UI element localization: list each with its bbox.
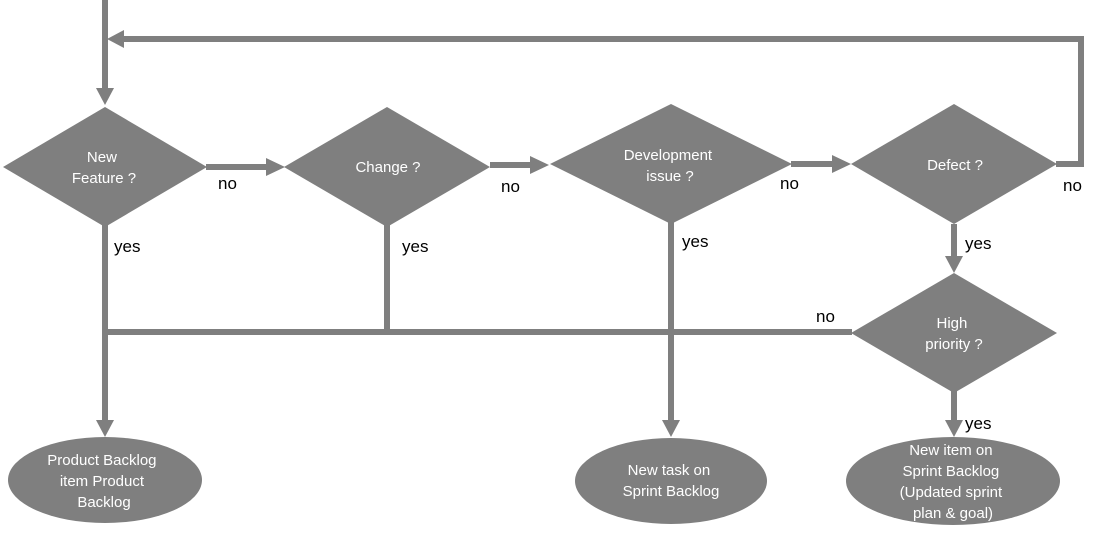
new-feature-no-arrowhead	[266, 158, 285, 176]
label-line: issue ?	[646, 168, 694, 185]
development-yes-arrowhead	[662, 420, 680, 437]
decision-development-issue: Development issue ?	[550, 104, 792, 224]
label-line: priority ?	[925, 336, 983, 353]
label-line: (Updated sprint	[900, 484, 1003, 501]
label-line: Development	[624, 147, 713, 164]
decision-new-feature-label: New Feature ?	[72, 149, 136, 187]
label-line: New	[87, 149, 117, 166]
loop-back-line	[122, 36, 1084, 167]
new-feature-yes-arrowhead	[96, 420, 114, 437]
edge-label-defect-no: no	[1063, 176, 1082, 195]
change-no-arrowhead	[530, 156, 549, 174]
label-line: plan & goal)	[913, 505, 993, 522]
terminal-product-backlog-label: Product Backlog item Product Backlog	[47, 452, 160, 511]
development-no-arrowhead	[832, 155, 851, 173]
edge-label-new-feature-no: no	[218, 174, 237, 193]
loop-back-arrowhead	[107, 30, 124, 48]
label-line: Defect ?	[927, 157, 983, 174]
decision-development-issue-shape	[550, 104, 792, 224]
label-line: Feature ?	[72, 170, 136, 187]
entry-arrowhead	[96, 88, 114, 105]
decision-new-feature-shape	[3, 107, 207, 227]
label-line: High	[936, 315, 967, 332]
label-line: item Product	[60, 473, 145, 490]
terminal-new-item-sprint-shape	[846, 437, 1060, 525]
edge-label-high-priority-no: no	[816, 307, 835, 326]
decision-high-priority: High priority ?	[851, 273, 1057, 393]
terminal-new-task-label: New task on Sprint Backlog	[623, 462, 720, 500]
label-line: New task on	[628, 462, 711, 479]
terminal-product-backlog-shape	[8, 437, 202, 523]
defect-yes-arrowhead	[945, 256, 963, 273]
label-line: Change ?	[355, 159, 420, 176]
decision-defect-label: Defect ?	[927, 157, 983, 174]
terminal-new-item-sprint: New item on Sprint Backlog (Updated spri…	[846, 437, 1060, 525]
terminal-new-task: New task on Sprint Backlog	[575, 438, 767, 524]
terminal-product-backlog: Product Backlog item Product Backlog	[8, 437, 202, 523]
decision-high-priority-shape	[851, 273, 1057, 393]
label-line: Sprint Backlog	[623, 483, 720, 500]
connectors	[96, 0, 1084, 437]
terminal-new-item-sprint-label: New item on Sprint Backlog (Updated spri…	[900, 442, 1007, 522]
label-line: Product Backlog	[47, 452, 156, 469]
edge-label-change-yes: yes	[402, 237, 428, 256]
label-line: Backlog	[77, 494, 130, 511]
edge-label-change-no: no	[501, 177, 520, 196]
edge-label-defect-yes: yes	[965, 234, 991, 253]
label-line: Sprint Backlog	[903, 463, 1000, 480]
decision-change-label: Change ?	[355, 159, 420, 176]
high-priority-yes-arrowhead	[945, 420, 963, 437]
decision-development-issue-label: Development issue ?	[624, 147, 717, 185]
edge-label-development-yes: yes	[682, 232, 708, 251]
decision-change-shape	[284, 107, 490, 227]
edge-label-development-no: no	[780, 174, 799, 193]
decision-new-feature: New Feature ?	[3, 107, 207, 227]
decision-high-priority-label: High priority ?	[925, 315, 983, 353]
label-line: New item on	[909, 442, 992, 459]
terminal-new-task-shape	[575, 438, 767, 524]
edge-label-high-priority-yes: yes	[965, 414, 991, 433]
decision-defect-shape	[851, 104, 1057, 224]
decision-change: Change ?	[284, 107, 490, 227]
edge-labels: no no no no yes yes yes yes no yes	[114, 174, 1082, 433]
edge-label-new-feature-yes: yes	[114, 237, 140, 256]
decision-defect: Defect ?	[851, 104, 1057, 224]
